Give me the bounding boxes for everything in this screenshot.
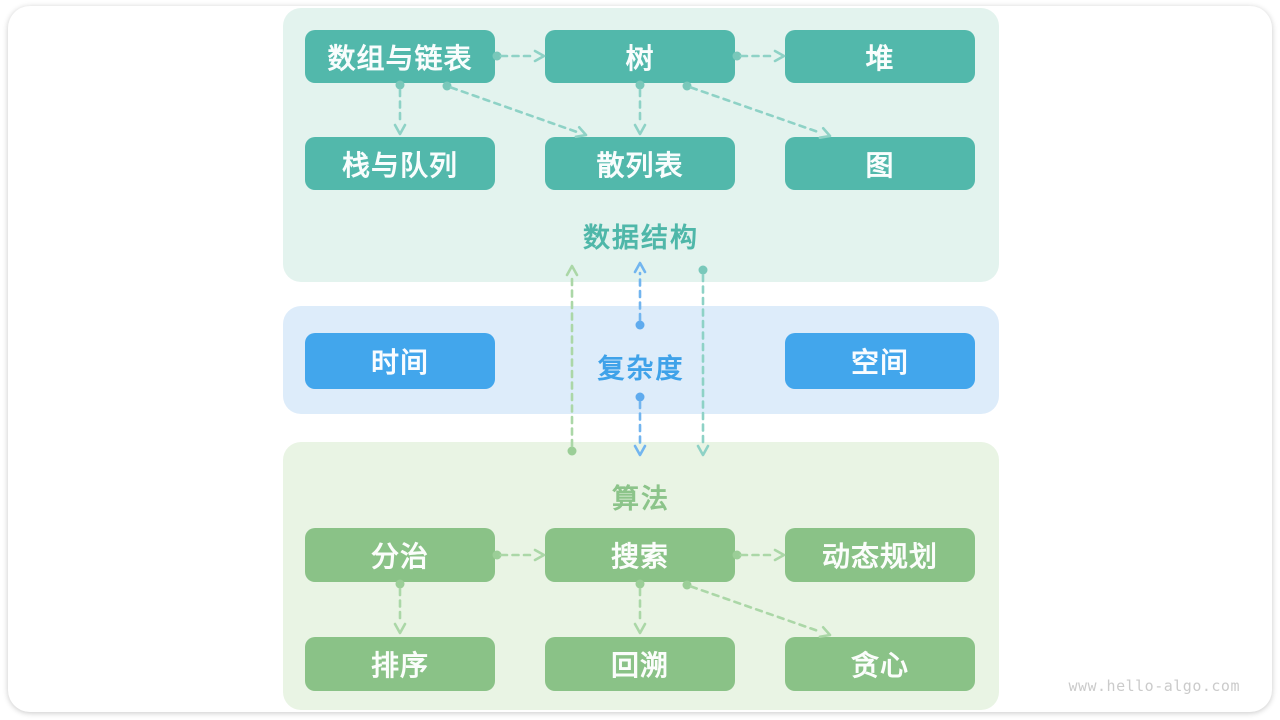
node-space: 空间	[785, 333, 975, 389]
node-time: 时间	[305, 333, 495, 389]
label-algorithms: 算法	[612, 484, 670, 514]
node-search: 搜索	[545, 528, 735, 582]
node-backtracking: 回溯	[545, 637, 735, 691]
node-dynamic-programming: 动态规划	[785, 528, 975, 582]
node-sorting: 排序	[305, 637, 495, 691]
node-graph: 图	[785, 137, 975, 190]
label-data-structures: 数据结构	[583, 223, 699, 253]
node-array-linked-list: 数组与链表	[305, 30, 495, 83]
node-stack-queue: 栈与队列	[305, 137, 495, 190]
node-hash-table: 散列表	[545, 137, 735, 190]
label-complexity: 复杂度	[597, 354, 685, 384]
node-heap: 堆	[785, 30, 975, 83]
node-tree: 树	[545, 30, 735, 83]
node-divide-conquer: 分治	[305, 528, 495, 582]
watermark: www.hello-algo.com	[1068, 677, 1240, 695]
node-greedy: 贪心	[785, 637, 975, 691]
